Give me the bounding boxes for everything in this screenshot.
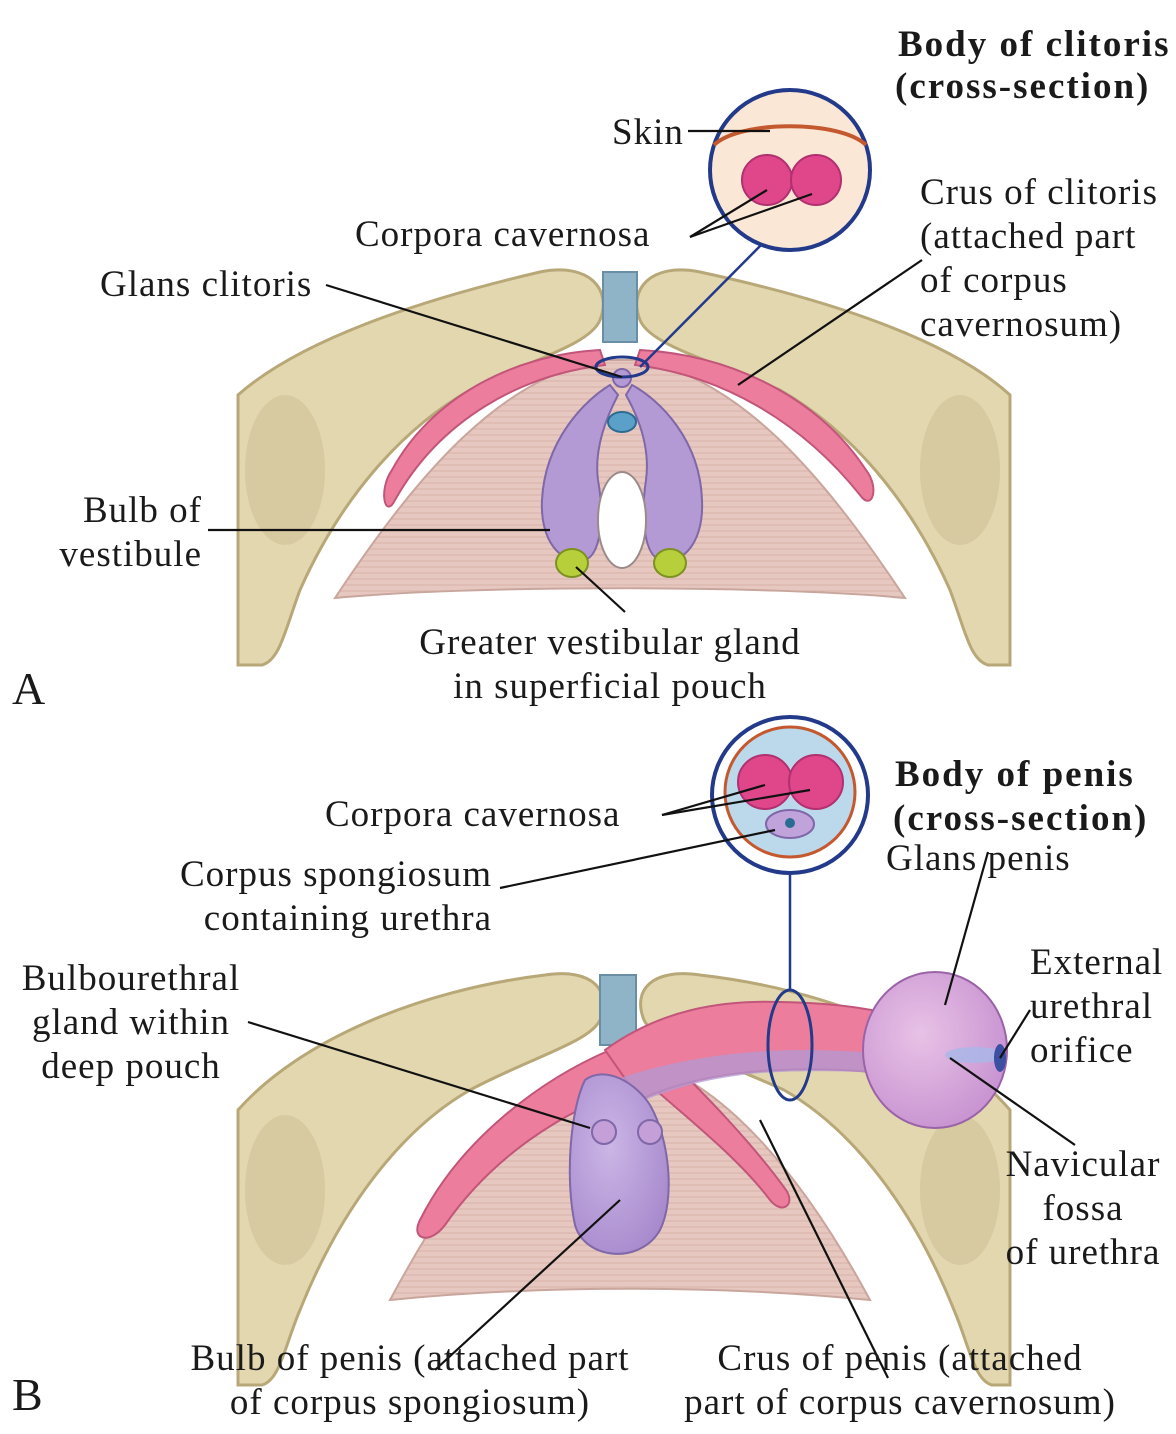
greater-vestibular-gland-right <box>654 549 686 577</box>
external-orifice-line-3: orifice <box>1030 1028 1134 1073</box>
label-glans-penis: Glans penis <box>886 836 1071 881</box>
bulbourethral-line-3: deep pouch <box>0 1044 262 1089</box>
corpus-spongiosum-line-1: Corpus spongiosum <box>80 852 492 897</box>
bulbourethral-line-2: gland within <box>0 1000 262 1045</box>
label-corpora-cavernosa-b: Corpora cavernosa <box>325 792 620 837</box>
navicular-line-2: fossa <box>990 1186 1176 1231</box>
crus-clitoris-line-3: of corpus <box>920 258 1068 303</box>
bulb-vestibule-line-1: Bulb of <box>40 488 202 533</box>
inset-corpus-right-b <box>789 755 843 809</box>
greater-vestibular-gland-line-2: in superficial pouch <box>380 664 840 709</box>
label-skin: Skin <box>612 110 684 155</box>
bulb-penis-line-2: of corpus spongiosum) <box>150 1380 670 1425</box>
crus-penis-line-2: part of corpus cavernosum) <box>640 1380 1160 1425</box>
navicular-line-1: Navicular <box>990 1142 1176 1187</box>
penis-section-subtitle: (cross-section) <box>893 796 1148 841</box>
bone-foramen-right-a <box>920 395 1000 545</box>
bulb-vestibule-line-2: vestibule <box>20 532 202 577</box>
panel-letter-a: A <box>12 662 45 715</box>
crus-clitoris-line-1: Crus of clitoris <box>920 170 1158 215</box>
urethral-orifice-a <box>608 412 636 432</box>
panel-a-drawing <box>238 90 1010 665</box>
crus-clitoris-line-4: cavernosum) <box>920 302 1122 347</box>
bulbourethral-line-1: Bulbourethral <box>0 956 262 1001</box>
bone-foramen-left-b <box>245 1115 325 1265</box>
inset-corpus-left-a <box>742 155 792 205</box>
clitoris-section-title: Body of clitoris <box>898 22 1170 67</box>
greater-vestibular-gland-line-1: Greater vestibular gland <box>380 620 840 665</box>
panel-letter-b: B <box>12 1368 43 1421</box>
crus-clitoris-line-2: (attached part <box>920 214 1136 259</box>
bone-foramen-left-a <box>245 395 325 545</box>
vaginal-orifice <box>598 472 646 568</box>
inset-corpus-right-a <box>791 155 841 205</box>
clitoris-section-subtitle: (cross-section) <box>895 64 1150 109</box>
inset-urethra <box>785 818 795 828</box>
bulb-penis-line-1: Bulb of penis (attached part <box>150 1336 670 1381</box>
external-orifice-line-2: urethral <box>1030 984 1153 1029</box>
label-corpora-cavernosa-a: Corpora cavernosa <box>355 212 650 257</box>
bulbourethral-gland-right <box>638 1120 662 1144</box>
external-orifice-line-1: External <box>1030 940 1163 985</box>
bone-foramen-right-b <box>920 1115 1000 1265</box>
crus-penis-line-1: Crus of penis (attached <box>640 1336 1160 1381</box>
corpus-spongiosum-line-2: containing urethra <box>80 896 492 941</box>
label-glans-clitoris: Glans clitoris <box>100 262 312 307</box>
pubic-symphysis-a <box>603 272 637 342</box>
bulbourethral-gland-left <box>592 1120 616 1144</box>
navicular-line-3: of urethra <box>990 1230 1176 1275</box>
penis-section-title: Body of penis <box>895 752 1135 797</box>
